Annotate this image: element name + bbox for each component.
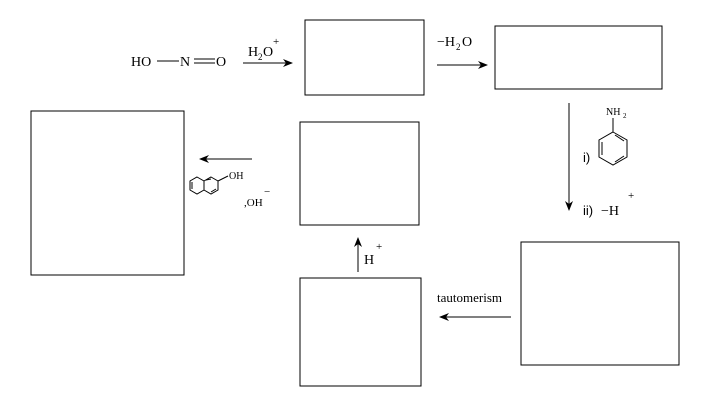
aniline-structure: NH 2 bbox=[598, 107, 628, 166]
dehydrate-end-label: O bbox=[462, 35, 472, 50]
reactant-right-label: O bbox=[216, 55, 226, 70]
acid-mid-label: O bbox=[263, 45, 273, 60]
naphthol-group-label: OH bbox=[229, 171, 243, 182]
answer-box-2[interactable] bbox=[494, 25, 663, 90]
naphthol-structure: OH bbox=[189, 171, 243, 195]
naphthol-double-3 bbox=[210, 188, 217, 193]
nitrous-acid: HO N O bbox=[131, 55, 226, 70]
aniline-ring-double-3 bbox=[614, 155, 625, 163]
answer-box-6[interactable] bbox=[30, 110, 185, 276]
dehydrate-prefix-label: −H bbox=[437, 35, 455, 50]
answer-box-4[interactable] bbox=[299, 277, 422, 387]
aniline-group-sub-label: 2 bbox=[623, 112, 627, 120]
coupling-step: OH ,OH − bbox=[189, 155, 270, 209]
acid-sub-label: 2 bbox=[258, 52, 263, 62]
dehydrate-step: −H 2 O bbox=[437, 35, 488, 69]
tautomer-step: tautomerism bbox=[437, 290, 511, 321]
deprotonate-sup: + bbox=[628, 190, 634, 202]
protonate-step: H + bbox=[354, 237, 382, 272]
dehydrate-sub-label: 2 bbox=[456, 42, 461, 52]
naphthol-oh-bond bbox=[217, 175, 229, 182]
coupling-sup-label: − bbox=[264, 186, 270, 198]
protonate-text: H bbox=[364, 253, 374, 268]
deprotonate-text: −H bbox=[601, 204, 619, 219]
deprotonate-label: ii) bbox=[583, 203, 593, 218]
reactant-left-label: HO bbox=[131, 55, 151, 70]
tautomer-label: tautomerism bbox=[437, 290, 502, 305]
aniline-ring-double-2 bbox=[614, 134, 625, 142]
acid-base-label: H bbox=[248, 45, 258, 60]
aniline-ring bbox=[598, 131, 628, 166]
acid-sup-label: + bbox=[273, 36, 279, 48]
protonate-sup: + bbox=[376, 241, 382, 253]
aniline-step-label: i) bbox=[583, 150, 590, 165]
aniline-group-label: NH bbox=[606, 107, 620, 118]
coupling-base-label: ,OH bbox=[244, 197, 263, 209]
answer-box-1[interactable] bbox=[304, 19, 425, 96]
acid-step: H 2 O + bbox=[243, 36, 293, 67]
reactant-middle-label: N bbox=[180, 55, 190, 70]
answer-box-3[interactable] bbox=[520, 241, 680, 366]
naphthol-double-2 bbox=[205, 178, 212, 181]
answer-box-5[interactable] bbox=[299, 121, 420, 226]
aniline-step: i) NH 2 ii) −H + bbox=[565, 103, 634, 219]
